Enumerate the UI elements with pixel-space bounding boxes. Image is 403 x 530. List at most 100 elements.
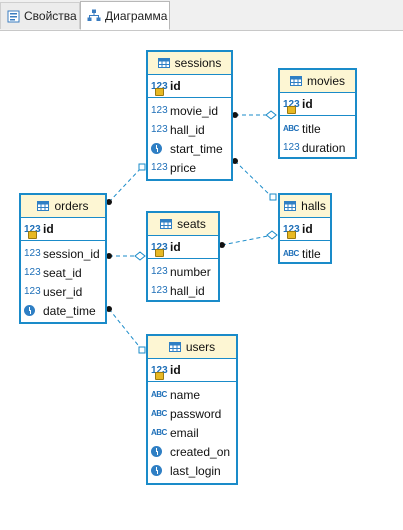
text-type-icon: ABC — [283, 249, 299, 258]
tab-diagram[interactable]: Диаграмма — [80, 1, 170, 30]
table-icon — [160, 219, 173, 229]
table-icon — [289, 76, 302, 86]
number-key-icon: 123 — [151, 81, 170, 96]
primary-key-row[interactable]: 123 id — [148, 359, 236, 382]
entity-title: halls — [301, 199, 326, 213]
entity-header: users — [148, 336, 236, 359]
properties-icon — [7, 10, 20, 22]
table-icon — [284, 201, 297, 211]
tab-diagram-label: Диаграмма — [105, 8, 168, 23]
column-row[interactable]: start_time — [148, 139, 231, 158]
column-row[interactable]: 123 movie_id — [148, 101, 231, 120]
column-name: hall_id — [170, 283, 205, 298]
number-type-icon: 123 — [24, 267, 41, 278]
column-row[interactable]: ABC title — [280, 119, 355, 138]
entity-title: sessions — [174, 56, 222, 70]
entity-header: seats — [148, 213, 218, 236]
number-type-icon: 123 — [151, 162, 168, 173]
link-end-square — [269, 193, 277, 201]
column-row[interactable]: 123 user_id — [21, 282, 105, 301]
column-row[interactable]: 123 duration — [280, 138, 355, 157]
link-orders-sessions — [108, 166, 143, 203]
primary-key-row[interactable]: 123 id — [280, 218, 330, 241]
column-name: title — [302, 121, 321, 136]
column-row[interactable]: last_login — [148, 461, 236, 480]
column-row[interactable]: date_time — [21, 301, 105, 320]
diagram-icon — [87, 9, 101, 21]
column-name: title — [302, 246, 321, 261]
number-key-icon: 123 — [283, 99, 302, 114]
entity-sessions[interactable]: sessions 123 id 123 movie_id 123 hall_id… — [146, 50, 233, 181]
column-row[interactable]: 123 seat_id — [21, 263, 105, 282]
column-name: name — [170, 387, 201, 402]
column-row[interactable]: 123 session_id — [21, 244, 105, 263]
column-row[interactable]: 123 hall_id — [148, 120, 231, 139]
number-type-icon: 123 — [151, 105, 168, 116]
link-end-square — [138, 163, 146, 171]
column-name: id — [170, 363, 181, 377]
text-type-icon: ABC — [151, 409, 167, 418]
text-type-icon: ABC — [151, 428, 167, 437]
tab-properties-label: Свойства — [24, 9, 77, 23]
primary-key-row[interactable]: 123 id — [21, 218, 105, 241]
column-name: id — [302, 222, 313, 236]
column-row[interactable]: ABC name — [148, 385, 236, 404]
number-type-icon: 123 — [283, 142, 300, 153]
table-icon — [168, 342, 181, 352]
number-key-icon: 123 — [151, 365, 170, 380]
column-name: date_time — [43, 303, 96, 318]
editor-tab-bar: Свойства Диаграмма — [0, 0, 403, 31]
number-type-icon: 123 — [151, 285, 168, 296]
column-row[interactable]: 123 hall_id — [148, 281, 218, 300]
relationship-lines — [106, 110, 278, 354]
entity-title: users — [185, 340, 216, 354]
entity-title: movies — [306, 74, 345, 88]
entity-users[interactable]: users 123 id ABC name ABC password ABC e… — [146, 334, 238, 485]
primary-key-row[interactable]: 123 id — [148, 236, 218, 259]
column-name: last_login — [170, 463, 221, 478]
column-row[interactable]: ABC email — [148, 423, 236, 442]
column-row[interactable]: 123 number — [148, 262, 218, 281]
text-type-icon: ABC — [283, 124, 299, 133]
column-row[interactable]: ABC password — [148, 404, 236, 423]
column-name: number — [170, 264, 211, 279]
number-type-icon: 123 — [151, 124, 168, 135]
column-name: id — [170, 79, 181, 93]
column-name: duration — [302, 140, 346, 155]
entity-movies[interactable]: movies 123 id ABC title 123 duration — [278, 68, 357, 159]
number-type-icon: 123 — [24, 248, 41, 259]
link-orders-users — [108, 308, 143, 351]
number-key-icon: 123 — [283, 224, 302, 239]
column-row[interactable]: 123 price — [148, 158, 231, 177]
link-end-diamond — [265, 110, 277, 120]
link-sessions-halls — [234, 160, 274, 199]
primary-key-row[interactable]: 123 id — [280, 93, 355, 116]
datetime-type-icon — [151, 143, 170, 154]
entity-halls[interactable]: halls 123 id ABC title — [278, 193, 332, 264]
link-end-diamond — [134, 251, 146, 261]
column-name: session_id — [43, 246, 100, 261]
number-key-icon: 123 — [151, 242, 170, 257]
link-end-dot — [106, 199, 112, 205]
number-key-icon: 123 — [24, 224, 43, 239]
link-seats-halls — [221, 234, 274, 246]
column-name: id — [43, 222, 54, 236]
diagram-canvas[interactable] — [0, 30, 403, 530]
number-type-icon: 123 — [24, 286, 41, 297]
entity-header: halls — [280, 195, 330, 218]
entity-header: sessions — [148, 52, 231, 75]
entity-title: orders — [54, 199, 89, 213]
column-name: password — [170, 406, 222, 421]
table-icon — [37, 201, 50, 211]
entity-orders[interactable]: orders 123 id 123 session_id 123 seat_id… — [19, 193, 107, 324]
primary-key-row[interactable]: 123 id — [148, 75, 231, 98]
datetime-type-icon — [151, 446, 170, 457]
column-row[interactable]: created_on — [148, 442, 236, 461]
tab-properties[interactable]: Свойства — [0, 2, 80, 29]
column-name: email — [170, 425, 199, 440]
link-end-dot — [106, 306, 112, 312]
entity-seats[interactable]: seats 123 id 123 number 123 hall_id — [146, 211, 220, 302]
column-name: seat_id — [43, 265, 82, 280]
column-name: id — [302, 97, 313, 111]
column-row[interactable]: ABC title — [280, 244, 330, 263]
